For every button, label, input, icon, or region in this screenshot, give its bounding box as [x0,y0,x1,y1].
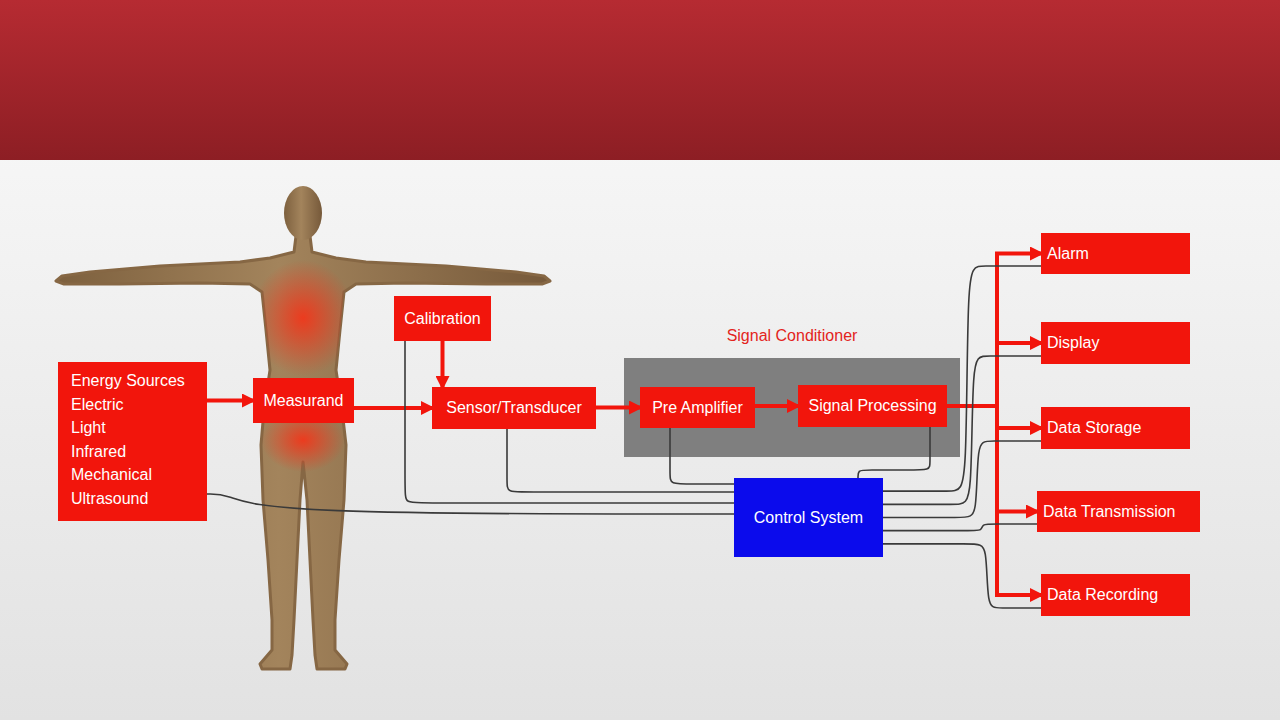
head-shape [284,186,322,240]
output-box: Display [1041,322,1190,364]
box-label: Light [71,416,106,440]
control-wire [883,441,1041,518]
control-wire [207,494,734,514]
signal-arrow [947,343,1041,406]
chest-glow [251,260,355,376]
box-label: Alarm [1047,244,1089,264]
control-wire [883,524,1037,531]
signal-arrow [596,406,640,410]
box-label: Display [1047,333,1099,353]
box-label: Data Transmission [1043,502,1176,522]
box-label: Ultrasound [71,487,148,511]
box-label: Infrared [71,440,126,464]
box-label: Data Recording [1047,585,1158,605]
signal-arrow [441,341,445,387]
signal-arrow [947,254,1041,407]
source-box: Energy SourcesElectricLightInfraredMecha… [58,362,207,521]
control-wire [883,544,1041,608]
box-label: Sensor/Transducer [446,398,581,418]
process-box: Pre Amplifier [640,387,755,428]
group-heading: Signal Conditioner [727,326,858,346]
control-wire [883,356,1041,504]
output-box: Data Transmission [1037,491,1200,532]
body-shape [56,236,550,669]
output-box: Data Recording [1041,574,1190,616]
title-banner [0,0,1280,160]
control-wire [883,266,1041,491]
process-box: Calibration [394,296,491,341]
signal-arrow [947,406,1041,428]
control-wire [858,427,930,478]
control-wire [507,429,734,492]
box-label: Mechanical [71,463,152,487]
signal-arrow [207,399,253,403]
box-label: Electric [71,393,123,417]
box-label: Energy Sources [71,369,185,393]
signal-arrow [354,406,432,410]
control-box: Control System [734,478,883,557]
box-label: Measurand [263,391,343,411]
control-wire [670,428,734,484]
box-label: Signal Processing [808,396,936,416]
process-box: Measurand [253,378,354,423]
output-box: Data Storage [1041,407,1190,449]
group-box: Signal ConditionerPre AmplifierSignal Pr… [624,358,960,457]
box-label: Data Storage [1047,418,1141,438]
signal-arrow [755,404,798,408]
output-box: Alarm [1041,233,1190,274]
process-box: Signal Processing [798,385,947,427]
signal-arrow [947,406,1041,595]
box-label: Calibration [404,309,480,329]
box-label: Control System [754,508,863,528]
box-label: Pre Amplifier [652,398,743,418]
process-box: Sensor/Transducer [432,387,596,429]
signal-arrow [947,406,1037,512]
group-fill [624,358,960,457]
